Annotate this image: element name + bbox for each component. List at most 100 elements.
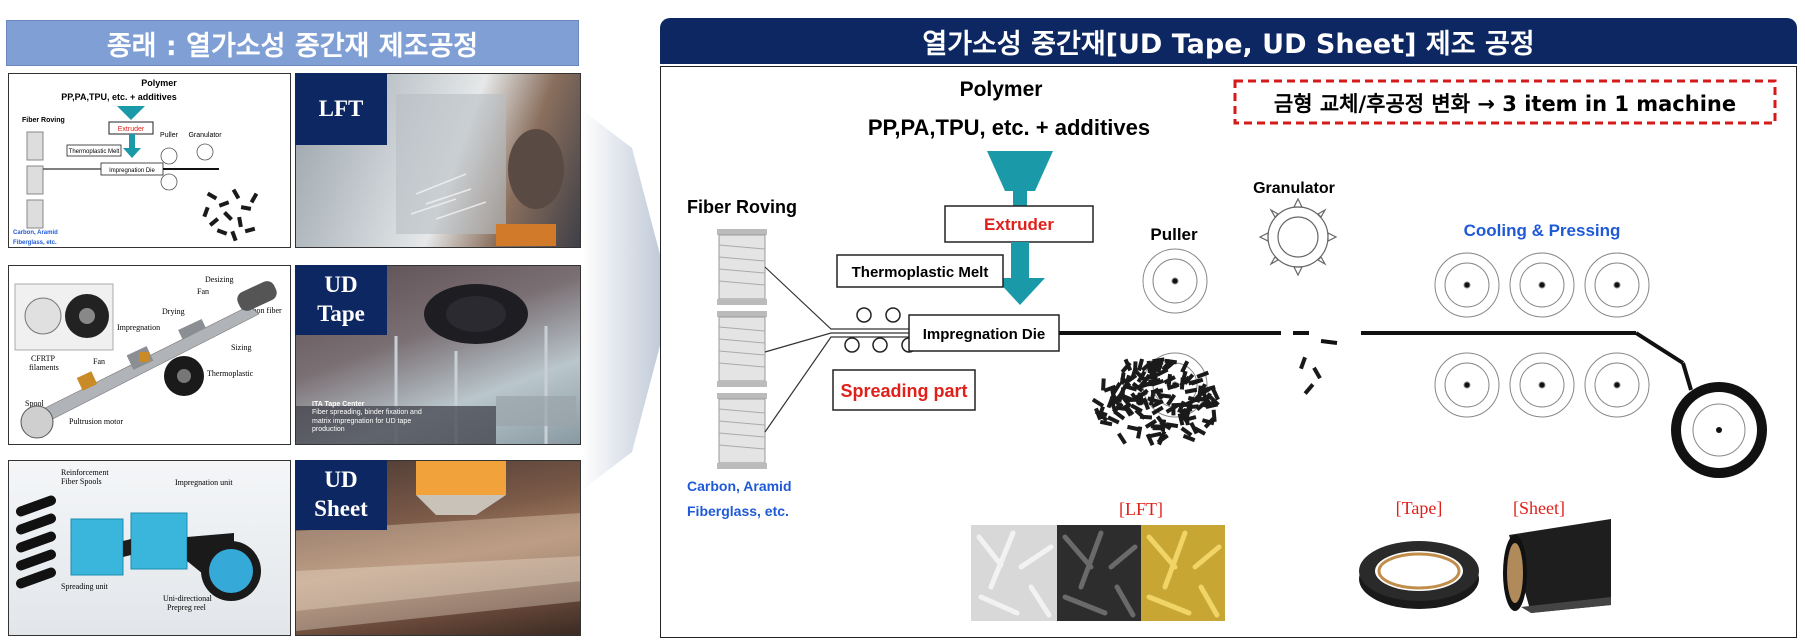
pellet — [1184, 405, 1192, 419]
lft-fiberglass-label: Fiberglass, etc. — [13, 240, 57, 246]
ud-tape-pultrusion-motor-label: Pultrusion motor — [69, 417, 123, 426]
pellet — [1151, 405, 1164, 416]
ud-sheet-process-diagram: Reinforcement Fiber Spools Impregnation … — [8, 460, 291, 636]
thermoplastic-melt-label: Thermoplastic Melt — [852, 264, 989, 281]
pellet — [1145, 433, 1155, 447]
granulator-icon — [1258, 197, 1338, 277]
ud-tape-thermoplastic-label: Thermoplastic — [207, 369, 254, 378]
pellet — [1203, 417, 1215, 429]
pellet — [1180, 402, 1193, 407]
lft-granulator-label: Granulator — [188, 132, 222, 139]
pellet — [1151, 399, 1164, 409]
left-panel-title: 종래 : 열가소성 중간재 제조공정 — [6, 20, 579, 66]
pellet — [1160, 419, 1167, 432]
ingredients-label: PP,PA,TPU, etc. + additives — [868, 115, 1150, 140]
pellet-pile-icon — [1091, 357, 1220, 447]
pellet — [1130, 403, 1143, 413]
ud-tape-label-badge: UD Tape — [295, 265, 387, 335]
pellet — [1166, 393, 1177, 406]
pellet — [1190, 377, 1204, 386]
pellet — [1119, 372, 1126, 385]
pellet — [1125, 373, 1138, 384]
pellet — [1180, 426, 1193, 437]
pellet — [1097, 405, 1105, 419]
tape-roll-photo — [1359, 541, 1479, 609]
product-sheet-label: [Sheet] — [1513, 498, 1565, 518]
lft-label-badge: LFT — [295, 73, 387, 145]
pellet — [1139, 414, 1153, 420]
pellet — [1197, 383, 1207, 396]
pellet — [1166, 382, 1180, 391]
pellet — [1109, 401, 1118, 414]
ud-sheet-reinforcement-label: Reinforcement — [61, 468, 109, 477]
pellet — [1150, 424, 1163, 429]
pellet — [1151, 378, 1165, 387]
lft-puller-label: Puller — [160, 132, 179, 139]
pellet — [1123, 358, 1133, 372]
pellet — [1140, 373, 1151, 386]
falling-pellets-icon — [1299, 356, 1322, 395]
pellet — [1127, 397, 1140, 403]
pellet — [1194, 396, 1207, 403]
spreading-part-box — [832, 369, 976, 411]
pellet — [1122, 404, 1133, 417]
ud-tape-desizing-label: Desizing — [205, 275, 233, 284]
pellet — [1148, 393, 1156, 406]
ud-tape-sizing-label: Sizing — [231, 343, 251, 352]
ud-sheet-prepreg-reel-label: Prepreg reel — [167, 603, 207, 612]
ud-sheet-impregnation-unit-label: Impregnation unit — [175, 478, 233, 487]
lft-impregnation-die-label: Impregnation Die — [109, 168, 155, 174]
roving-spools-icon — [717, 229, 767, 469]
lft-pellets-icon — [202, 188, 259, 242]
pellet — [1136, 426, 1143, 439]
notice-text: 금형 교체/후공정 변화 → 3 item in 1 machine — [1274, 92, 1736, 116]
ud-tape-machine-icon — [20, 281, 277, 439]
ud-tape-process-diagram: CFRTP filaments Desizing Fan Carbon fibe… — [8, 265, 291, 445]
ud-tape-drying-label: Drying — [162, 307, 185, 316]
transition-arrow-icon — [582, 110, 672, 490]
ud-tape-carbon-fiber-label: Carbon fiber — [241, 306, 282, 315]
impregnation-die-box — [908, 314, 1060, 352]
hopper-icon — [987, 151, 1053, 191]
pellet — [1109, 386, 1116, 400]
pellet — [1142, 397, 1151, 411]
take-up-reel-icon — [1671, 362, 1767, 478]
sheet-roll-photo — [1503, 519, 1611, 613]
polymer-label: Polymer — [960, 78, 1043, 101]
pellet — [1099, 419, 1113, 427]
right-panel-title: 열가소성 중간재[UD Tape, UD Sheet] 제조 공정 — [660, 18, 1797, 64]
lft-samples-photo — [971, 525, 1225, 621]
lft-process-diagram: Polymer PP,PA,TPU, etc. + additives Extr… — [8, 73, 291, 248]
ud-tape-cfrtp-label: CFRTP — [31, 354, 56, 363]
pellet — [1107, 415, 1120, 425]
pellet — [1103, 384, 1117, 393]
pellet — [1133, 369, 1146, 381]
fiber-roving-label: Fiber Roving — [687, 197, 797, 217]
pellet — [1180, 370, 1188, 384]
pellet — [1150, 388, 1164, 395]
pellet — [1156, 433, 1169, 445]
pellet — [1163, 375, 1176, 385]
pellet — [1196, 370, 1210, 379]
lft-roving-spools-icon — [26, 131, 44, 229]
pellet — [1189, 421, 1199, 435]
pellet — [1202, 394, 1210, 408]
pellet — [1127, 424, 1140, 432]
cooling-pressing-label: Cooling & Pressing — [1464, 221, 1621, 240]
pellet — [1109, 396, 1122, 403]
pellet — [1101, 378, 1106, 391]
ud-sheet-uni-directional-label: Uni-directional — [163, 594, 213, 603]
pellet — [1180, 407, 1188, 421]
pellet — [1180, 360, 1190, 373]
ud-tape-fan-top-label: Fan — [197, 287, 209, 296]
product-lft-label: [LFT] — [1119, 499, 1163, 519]
pellet — [1124, 384, 1138, 392]
lft-ingredients-label: PP,PA,TPU, etc. + additives — [61, 92, 176, 102]
lft-fiber-roving-label: Fiber Roving — [22, 117, 65, 124]
ud-sheet-label-badge: UD Sheet — [295, 460, 387, 530]
pellet — [1182, 434, 1196, 443]
pellet — [1165, 404, 1178, 414]
lft-extruder-label: Extruder — [118, 126, 145, 133]
pellet — [1149, 431, 1162, 439]
lft-polymer-label: Polymer — [141, 78, 177, 88]
